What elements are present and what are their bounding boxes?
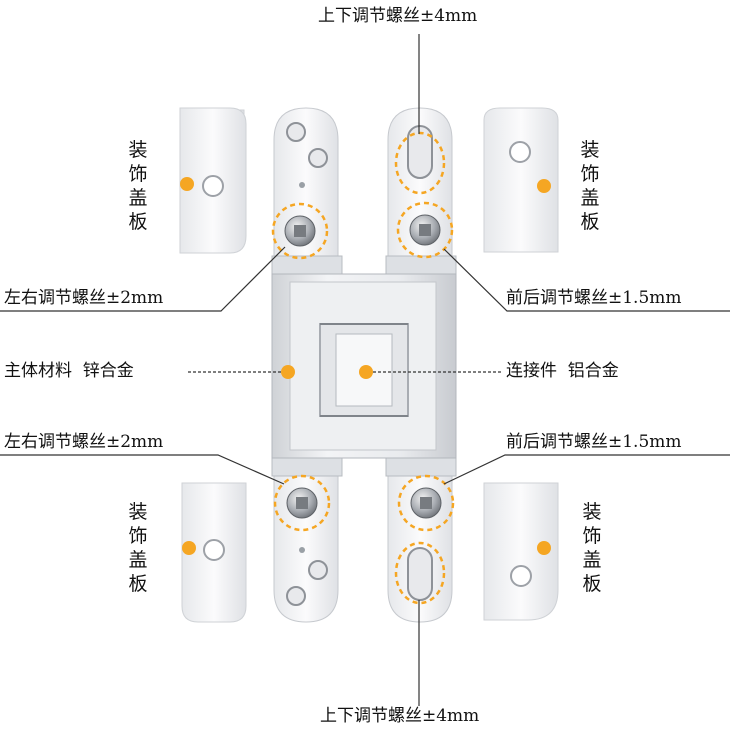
label-cover-top-left: 装饰 盖板 bbox=[128, 139, 148, 233]
upper-right-screw bbox=[409, 214, 441, 246]
highlight-lower-left-screw bbox=[273, 474, 331, 532]
cover-plate-top-right bbox=[483, 107, 559, 253]
cover-plate-bottom-left bbox=[181, 482, 247, 623]
highlight-upper-slot bbox=[394, 131, 446, 195]
highlight-upper-left-screw bbox=[271, 202, 329, 260]
label-left-adjust-lower: 左右调节螺丝±2mm bbox=[4, 432, 164, 452]
label-bottom-adjust: 上下调节螺丝±4mm bbox=[320, 706, 480, 726]
marker-cover-bottom-right bbox=[537, 541, 551, 555]
upper-left-screw bbox=[284, 215, 316, 247]
marker-body bbox=[281, 365, 295, 379]
cover-plate-top-left bbox=[179, 107, 247, 254]
label-cover-bottom-right: 装饰 盖板 bbox=[582, 501, 602, 595]
label-connector-material: 连接件 铝合金 bbox=[506, 361, 619, 381]
hinge-body bbox=[271, 255, 457, 477]
label-depth-adjust-lower: 前后调节螺丝±1.5mm bbox=[506, 432, 682, 452]
leader-left-adjust-lower bbox=[0, 454, 285, 485]
marker-cover-top-left bbox=[180, 177, 194, 191]
highlight-lower-right-screw bbox=[397, 474, 455, 532]
lower-right-screw bbox=[410, 487, 442, 519]
leader-left-adjust-upper bbox=[0, 246, 286, 312]
label-cover-bottom-left: 装饰 盖板 bbox=[128, 501, 148, 595]
marker-cover-top-right bbox=[537, 179, 551, 193]
leader-depth-adjust-lower bbox=[443, 454, 730, 485]
marker-connector bbox=[359, 365, 373, 379]
label-top-adjust: 上下调节螺丝±4mm bbox=[318, 6, 478, 26]
cover-plate-bottom-right bbox=[483, 482, 559, 621]
highlight-lower-slot bbox=[394, 541, 446, 605]
label-cover-top-right: 装饰 盖板 bbox=[580, 139, 600, 233]
highlight-upper-right-screw bbox=[396, 201, 454, 259]
marker-cover-bottom-left bbox=[182, 541, 196, 555]
label-body-material: 主体材料 锌合金 bbox=[4, 361, 134, 381]
label-depth-adjust-upper: 前后调节螺丝±1.5mm bbox=[506, 288, 682, 308]
lower-left-screw bbox=[286, 487, 318, 519]
leader-depth-adjust-upper bbox=[443, 248, 730, 312]
label-left-adjust-upper: 左右调节螺丝±2mm bbox=[4, 288, 164, 308]
